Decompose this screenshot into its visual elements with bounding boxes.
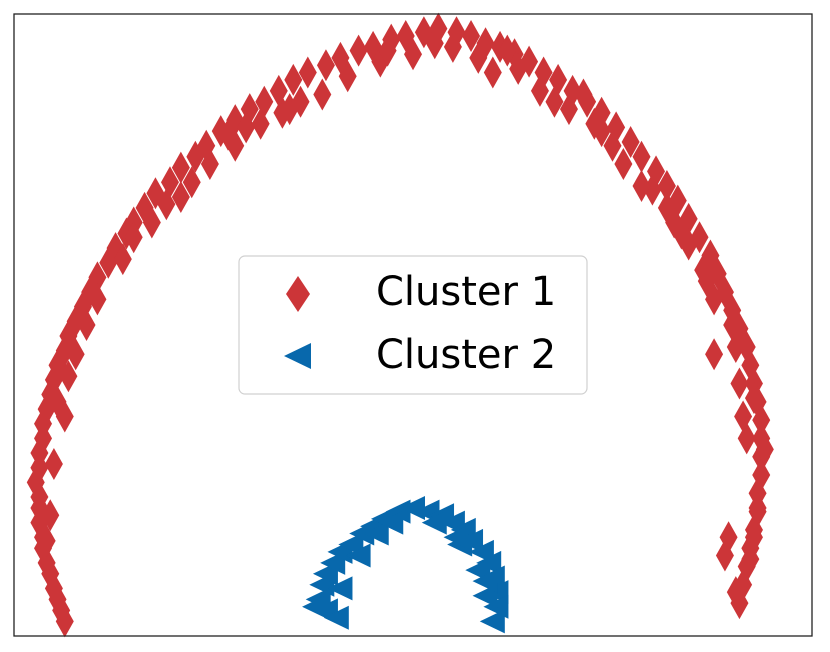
legend: Cluster 1 Cluster 2: [238, 255, 588, 395]
point-cluster-1-41: [284, 63, 303, 96]
point-cluster-1-132: [66, 338, 85, 371]
point-cluster-1-91: [113, 243, 132, 276]
point-cluster-1-63: [621, 126, 640, 159]
point-cluster-1-150: [592, 115, 611, 148]
point-cluster-1-119: [632, 169, 651, 202]
point-cluster-2-34: [472, 569, 498, 594]
point-cluster-1-123: [378, 34, 397, 67]
point-cluster-1-128: [744, 382, 763, 415]
point-cluster-1-96: [404, 38, 422, 71]
series-cluster-1: [26, 12, 774, 638]
point-cluster-1-130: [41, 499, 60, 532]
point-cluster-1-131: [48, 385, 67, 418]
point-cluster-1-152: [705, 338, 724, 371]
point-cluster-2-31: [302, 594, 328, 619]
point-cluster-1-97: [469, 41, 488, 74]
point-cluster-1-141: [723, 309, 742, 341]
point-cluster-1-116: [200, 148, 219, 181]
point-cluster-1-95: [338, 60, 357, 93]
point-cluster-2-26: [363, 521, 389, 546]
point-cluster-1-142: [748, 491, 767, 524]
point-cluster-2-23: [323, 605, 349, 630]
point-cluster-1-10: [30, 480, 49, 513]
legend-marker-cluster-1: [286, 276, 310, 312]
point-cluster-1-66: [657, 169, 676, 202]
point-cluster-1-115: [142, 206, 161, 239]
point-cluster-1-149: [237, 111, 256, 144]
point-cluster-2-22: [479, 609, 505, 634]
point-cluster-1-136: [425, 27, 444, 60]
point-cluster-1-64: [632, 140, 651, 173]
point-cluster-2-25: [345, 543, 371, 568]
point-cluster-1-145: [755, 433, 774, 466]
point-cluster-2-33: [443, 525, 469, 550]
point-cluster-1-137: [483, 56, 502, 89]
point-cluster-1-135: [273, 96, 292, 129]
point-cluster-1-42: [298, 56, 317, 89]
point-cluster-1-125: [574, 78, 593, 111]
point-cluster-1-92: [171, 180, 190, 213]
point-cluster-1-52: [462, 19, 481, 52]
point-cluster-2-11: [400, 495, 425, 520]
point-cluster-1-105: [291, 85, 310, 118]
point-cluster-1-114: [88, 283, 107, 316]
point-cluster-1-147: [44, 448, 63, 481]
point-cluster-1-70: [701, 239, 720, 272]
legend-label-cluster-2: Cluster 2: [376, 332, 556, 378]
point-cluster-1-154: [726, 576, 745, 609]
point-cluster-1-107: [443, 30, 462, 63]
point-cluster-1-139: [603, 129, 622, 162]
point-cluster-1-127: [697, 265, 716, 298]
point-cluster-1-43: [316, 49, 335, 82]
plot-area: [26, 12, 774, 638]
legend-marker-cluster-2: [284, 343, 311, 369]
point-cluster-1-117: [313, 78, 332, 111]
point-cluster-1-109: [614, 148, 633, 181]
series-cluster-2: [302, 495, 509, 634]
point-cluster-1-134: [219, 118, 238, 151]
point-cluster-1-148: [59, 360, 78, 393]
legend-box: [238, 255, 588, 395]
point-cluster-1-144: [715, 539, 734, 572]
point-cluster-2-27: [421, 510, 447, 535]
point-cluster-2-32: [378, 510, 404, 535]
point-cluster-1-140: [679, 228, 698, 261]
point-cluster-2-24: [327, 576, 353, 601]
point-cluster-1-108: [509, 52, 528, 85]
point-cluster-1-45: [349, 34, 368, 67]
point-cluster-1-146: [37, 524, 56, 557]
point-cluster-1-25: [88, 261, 107, 294]
point-cluster-1-50: [429, 12, 448, 45]
point-cluster-1-120: [124, 221, 143, 254]
point-cluster-1-118: [559, 93, 578, 126]
point-cluster-1-98: [530, 74, 549, 107]
point-cluster-1-122: [251, 107, 270, 140]
point-cluster-1-133: [157, 188, 176, 221]
point-cluster-1-19: [48, 349, 67, 382]
point-cluster-1-112: [730, 367, 749, 400]
point-cluster-1-121: [182, 166, 201, 199]
legend-label-cluster-1: Cluster 1: [376, 269, 556, 315]
point-cluster-1-124: [498, 34, 517, 67]
point-cluster-1-33: [171, 151, 190, 184]
point-cluster-1-151: [665, 206, 684, 239]
point-cluster-1-79: [752, 404, 771, 437]
point-cluster-1-90: [77, 309, 96, 341]
point-cluster-1-153: [734, 400, 753, 433]
point-cluster-2-10: [385, 499, 411, 524]
point-cluster-1-138: [545, 85, 564, 118]
plot-frame: [13, 13, 813, 637]
point-cluster-1-143: [744, 521, 763, 554]
